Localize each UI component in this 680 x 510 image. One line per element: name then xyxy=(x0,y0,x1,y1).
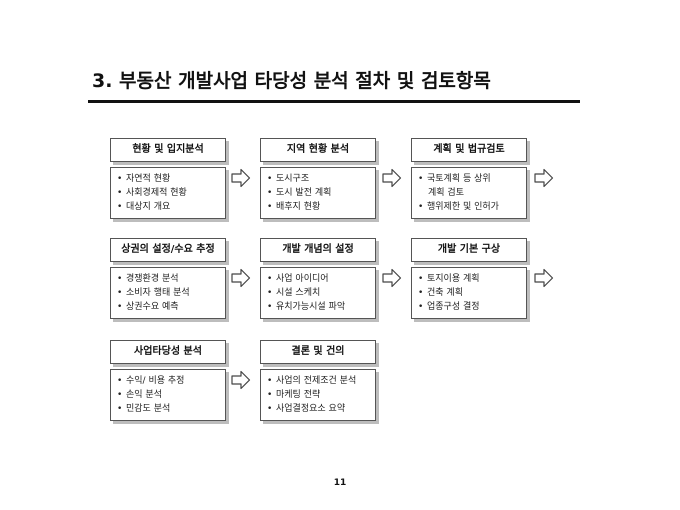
hollow-right-arrow-icon xyxy=(534,268,554,288)
step-title: 개발 개념의 설정 xyxy=(260,238,376,262)
bullet-icon: • xyxy=(117,274,123,284)
list-item: •사회경제적 현황 xyxy=(117,188,187,198)
list-item: •유치가능시설 파악 xyxy=(267,302,346,312)
hollow-right-arrow-icon xyxy=(231,370,251,390)
step-items: •수익/ 비용 추정 •손익 분석 •민감도 분석 xyxy=(110,369,226,421)
bullet-icon: • xyxy=(267,390,273,400)
bullet-icon: • xyxy=(267,274,273,284)
list-item: •사업결정요소 요약 xyxy=(267,404,346,414)
list-item: •건축 계획 xyxy=(418,288,463,298)
step-items: •사업의 전제조건 분석 •마케팅 전략 •사업결정요소 요약 xyxy=(260,369,376,421)
step-card-basic-development-plan: 개발 기본 구상 •토지이용 계획 •건축 계획 •업종구성 결정 xyxy=(411,238,527,319)
hollow-right-arrow-icon xyxy=(382,268,402,288)
step-items: •사업 아이디어 •시설 스케치 •유치가능시설 파악 xyxy=(260,267,376,319)
list-item: •시설 스케치 xyxy=(267,288,321,298)
list-item: •업종구성 결정 xyxy=(418,302,480,312)
bullet-icon: • xyxy=(117,376,123,386)
list-item: •민감도 분석 xyxy=(117,404,171,414)
bullet-icon: • xyxy=(117,188,123,198)
step-title: 사업타당성 분석 xyxy=(110,340,226,364)
list-item: •도시구조 xyxy=(267,174,310,184)
list-item: •자연적 현황 xyxy=(117,174,171,184)
step-card-plan-regulation-review: 계획 및 법규검토 •국토계획 등 상위 계획 검토 •행위제한 및 인허가 xyxy=(411,138,527,219)
step-items: •자연적 현황 •사회경제적 현황 •대상지 개요 xyxy=(110,167,226,219)
bullet-icon: • xyxy=(418,174,424,184)
step-card-feasibility-analysis: 사업타당성 분석 •수익/ 비용 추정 •손익 분석 •민감도 분석 xyxy=(110,340,226,421)
list-item-continuation: 계획 검토 xyxy=(428,188,464,198)
bullet-icon: • xyxy=(117,202,123,212)
step-title: 개발 기본 구상 xyxy=(411,238,527,262)
bullet-icon: • xyxy=(418,202,424,212)
step-card-regional-analysis: 지역 현황 분석 •도시구조 •도시 발전 계획 •배후지 현황 xyxy=(260,138,376,219)
bullet-icon: • xyxy=(418,288,424,298)
list-item: •수익/ 비용 추정 xyxy=(117,376,185,386)
list-item: •도시 발전 계획 xyxy=(267,188,332,198)
title-underline xyxy=(88,100,580,103)
hollow-right-arrow-icon xyxy=(231,168,251,188)
list-item: •대상지 개요 xyxy=(117,202,171,212)
list-item: •행위제한 및 인허가 xyxy=(418,202,499,212)
list-item: •소비자 행태 분석 xyxy=(117,288,190,298)
list-item: •손익 분석 xyxy=(117,390,162,400)
step-title: 현황 및 입지분석 xyxy=(110,138,226,162)
bullet-icon: • xyxy=(267,174,273,184)
hollow-right-arrow-icon xyxy=(534,168,554,188)
step-items: •도시구조 •도시 발전 계획 •배후지 현황 xyxy=(260,167,376,219)
list-item: •상권수요 예측 xyxy=(117,302,179,312)
bullet-icon: • xyxy=(267,302,273,312)
page-title: 3. 부동산 개발사업 타당성 분석 절차 및 검토항목 xyxy=(92,70,491,92)
list-item: •마케팅 전략 xyxy=(267,390,321,400)
step-title: 상권의 설정/수요 추정 xyxy=(110,238,226,262)
list-item: •경쟁환경 분석 xyxy=(117,274,179,284)
step-card-site-analysis: 현황 및 입지분석 •자연적 현황 •사회경제적 현황 •대상지 개요 xyxy=(110,138,226,219)
step-title: 계획 및 법규검토 xyxy=(411,138,527,162)
bullet-icon: • xyxy=(418,302,424,312)
step-card-trade-area-demand: 상권의 설정/수요 추정 •경쟁환경 분석 •소비자 행태 분석 •상권수요 예… xyxy=(110,238,226,319)
step-title: 지역 현황 분석 xyxy=(260,138,376,162)
bullet-icon: • xyxy=(117,390,123,400)
bullet-icon: • xyxy=(117,404,123,414)
step-card-development-concept: 개발 개념의 설정 •사업 아이디어 •시설 스케치 •유치가능시설 파악 xyxy=(260,238,376,319)
list-item: •사업 아이디어 xyxy=(267,274,329,284)
step-items: •경쟁환경 분석 •소비자 행태 분석 •상권수요 예측 xyxy=(110,267,226,319)
bullet-icon: • xyxy=(267,202,273,212)
page-number: 11 xyxy=(333,478,347,488)
step-title: 결론 및 건의 xyxy=(260,340,376,364)
bullet-icon: • xyxy=(267,376,273,386)
hollow-right-arrow-icon xyxy=(231,268,251,288)
list-item: •배후지 현황 xyxy=(267,202,321,212)
bullet-icon: • xyxy=(117,288,123,298)
bullet-icon: • xyxy=(117,302,123,312)
step-items: •토지이용 계획 •건축 계획 •업종구성 결정 xyxy=(411,267,527,319)
bullet-icon: • xyxy=(267,404,273,414)
list-item: •사업의 전제조건 분석 xyxy=(267,376,357,386)
list-item: •토지이용 계획 xyxy=(418,274,480,284)
bullet-icon: • xyxy=(267,188,273,198)
bullet-icon: • xyxy=(267,288,273,298)
bullet-icon: • xyxy=(117,174,123,184)
step-card-conclusion-recommendation: 결론 및 건의 •사업의 전제조건 분석 •마케팅 전략 •사업결정요소 요약 xyxy=(260,340,376,421)
hollow-right-arrow-icon xyxy=(382,168,402,188)
list-item: •국토계획 등 상위 xyxy=(418,174,491,184)
step-items: •국토계획 등 상위 계획 검토 •행위제한 및 인허가 xyxy=(411,167,527,219)
bullet-icon: • xyxy=(418,274,424,284)
